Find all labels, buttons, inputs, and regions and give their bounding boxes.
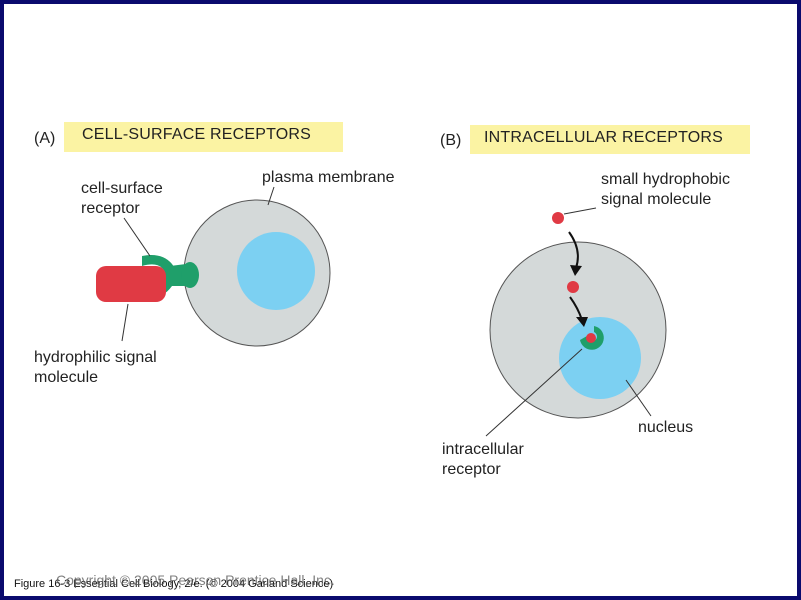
panel-b-tag: (B)	[440, 132, 462, 149]
copyright-notice: Copyright © 2005 Pearson Prentice Hall, …	[56, 572, 335, 588]
slide: (A) CELL-SURFACE RECEPTORS (B) INTRACELL…	[4, 4, 797, 596]
diagram-canvas	[96, 186, 667, 437]
bound-signal-molecule	[586, 333, 596, 343]
label-intracellular-2: receptor	[442, 461, 501, 478]
signal-molecule-cytoplasm	[567, 281, 579, 293]
hydrophilic-signal-molecule	[96, 266, 166, 302]
intracellular-receptor	[580, 326, 604, 350]
label-intracellular-1: intracellular	[442, 441, 524, 458]
panel-b-nucleus	[559, 317, 641, 399]
label-hydrophilic-1: hydrophilic signal	[34, 349, 157, 366]
label-nucleus: nucleus	[638, 419, 694, 436]
label-small-hydrophobic-2: signal molecule	[601, 191, 712, 208]
panel-a-title: CELL-SURFACE RECEPTORS	[64, 122, 343, 152]
label-small-hydrophobic-1: small hydrophobic	[601, 171, 730, 188]
panel-a-tag: (A)	[34, 130, 56, 147]
panel-b-title: INTRACELLULAR RECEPTORS	[470, 125, 750, 154]
label-cell-surface-receptor-1: cell-surface	[81, 180, 163, 197]
label-hydrophilic-2: molecule	[34, 369, 99, 386]
cell-surface-receptor	[142, 255, 199, 299]
signal-molecule-outside	[552, 212, 564, 224]
label-plasma-membrane: plasma membrane	[262, 169, 395, 186]
panel-a-nucleus	[237, 232, 315, 310]
label-cell-surface-receptor-2: receptor	[81, 200, 140, 217]
figure-caption: Figure 16-3 Essential Cell Biology, 2/e.…	[14, 578, 334, 590]
